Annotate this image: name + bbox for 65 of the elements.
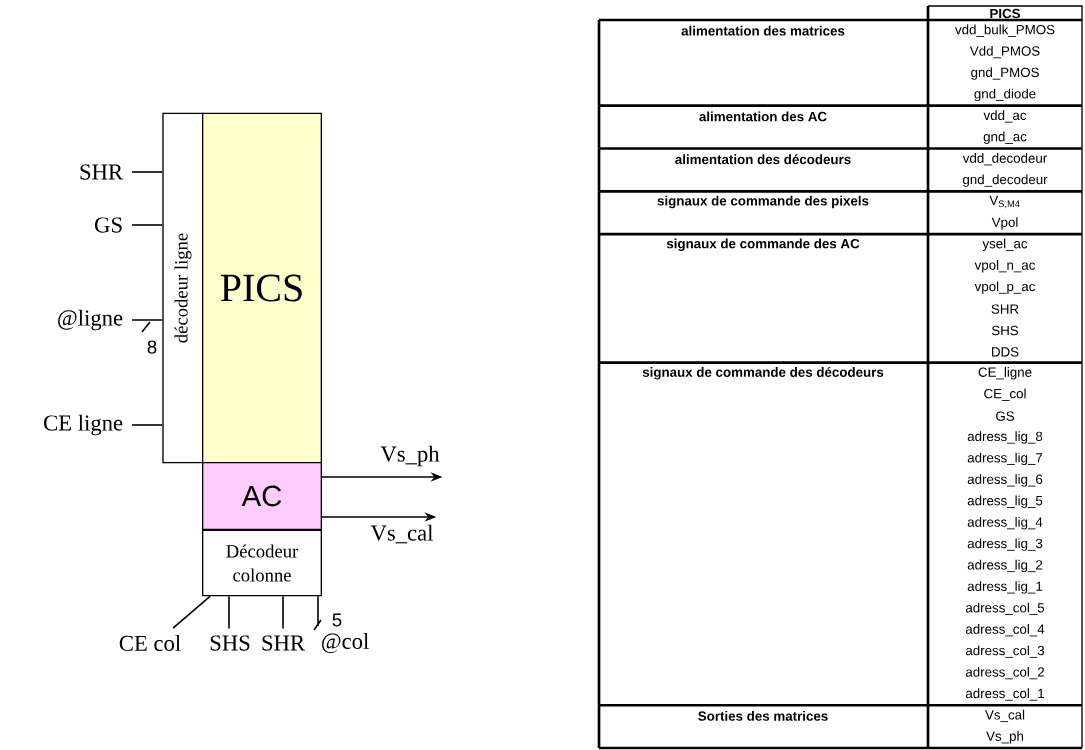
signal-name: Vpol: [991, 217, 1018, 230]
signal-name: vpol_p_ac: [974, 281, 1036, 294]
signal-name: DDS: [992, 347, 1019, 357]
signal-name: gnd_decodeur: [962, 174, 1048, 187]
signal-line: [131, 424, 164, 426]
signal-line: [131, 224, 164, 226]
signal-name: SHS: [991, 325, 1019, 336]
signal-line: [282, 595, 284, 630]
row-heading: Sorties des matrices: [698, 711, 828, 721]
signal-name: vdd_bulk_PMOS: [955, 24, 1055, 37]
signal-label: @ligne: [58, 309, 123, 331]
signal-name: adress_lig_2: [967, 559, 1043, 573]
bus-line: [131, 319, 164, 333]
signal-label: Vs_ph: [380, 445, 440, 467]
signal-label: Vs_cal: [370, 524, 433, 544]
row-heading: signaux de commande des décodeurs: [642, 367, 884, 380]
signal-name: CE_ligne: [978, 367, 1032, 380]
signal-name: gnd_diode: [974, 88, 1036, 102]
signal-name: adress_lig_1: [967, 581, 1043, 594]
signal-name: Vdd_PMOS: [969, 45, 1040, 59]
signal-name: adress_col_1: [965, 688, 1044, 701]
bus-line: [313, 595, 322, 631]
signal-name: vpol_n_ac: [974, 260, 1036, 273]
signal-name: gnd_PMOS: [971, 67, 1039, 80]
row-heading: alimentation des AC: [699, 111, 827, 122]
bus-width-label: 5: [332, 613, 342, 627]
signal-name: adress_lig_7: [967, 452, 1043, 466]
signal-label: @col: [321, 633, 369, 654]
row-heading: alimentation des matrices: [681, 25, 845, 36]
signal-name: adress_lig_3: [967, 538, 1043, 551]
amplifier-box: AC: [202, 462, 322, 530]
bus-width-label: 8: [147, 340, 157, 354]
signal-line: [131, 171, 164, 173]
signal-name: ysel_ac: [982, 238, 1028, 251]
signal-name: V$_{S,M4}$: [989, 195, 1020, 209]
signal-name: adress_col_5: [965, 602, 1045, 615]
signal-name: adress_col_3: [965, 645, 1045, 658]
signal-label: GS: [95, 217, 122, 233]
signal-label: CE col: [119, 635, 181, 651]
signal-name: GS: [996, 411, 1015, 421]
signal-label: SHR: [262, 635, 305, 651]
signal-label: SHR: [80, 164, 123, 180]
signal-label: SHS: [210, 635, 250, 651]
signal-name: adress_lig_4: [967, 517, 1043, 530]
row-heading: signaux de commande des AC: [666, 238, 860, 252]
column-heading: PICS: [990, 8, 1021, 19]
signal-name: vdd_decodeur: [962, 153, 1048, 166]
signal-line: [172, 595, 211, 629]
row-heading: signaux de commande des pixels: [657, 195, 869, 209]
row-heading: alimentation des décodeurs: [675, 154, 851, 165]
signal-name: adress_col_2: [965, 666, 1044, 680]
signal-name: Vs_cal: [985, 709, 1025, 723]
signal-name: adress_lig_5: [967, 495, 1043, 508]
signal-label: CE ligne: [44, 414, 123, 436]
signal-name: Vs_ph: [986, 731, 1024, 744]
signal-name: gnd_ac: [983, 131, 1027, 144]
signal-name: adress_lig_8: [967, 431, 1043, 444]
signal-name: SHR: [991, 304, 1019, 314]
signal-name: adress_lig_6: [967, 474, 1043, 487]
signal-name: vdd_ac: [983, 110, 1027, 123]
signal-name: CE_col: [984, 388, 1026, 401]
matrix-box: PICS: [202, 112, 322, 464]
signal-line: [228, 595, 230, 630]
signal-name: adress_col_4: [965, 624, 1045, 637]
decoder-box: Décodeur colonne: [202, 529, 322, 597]
